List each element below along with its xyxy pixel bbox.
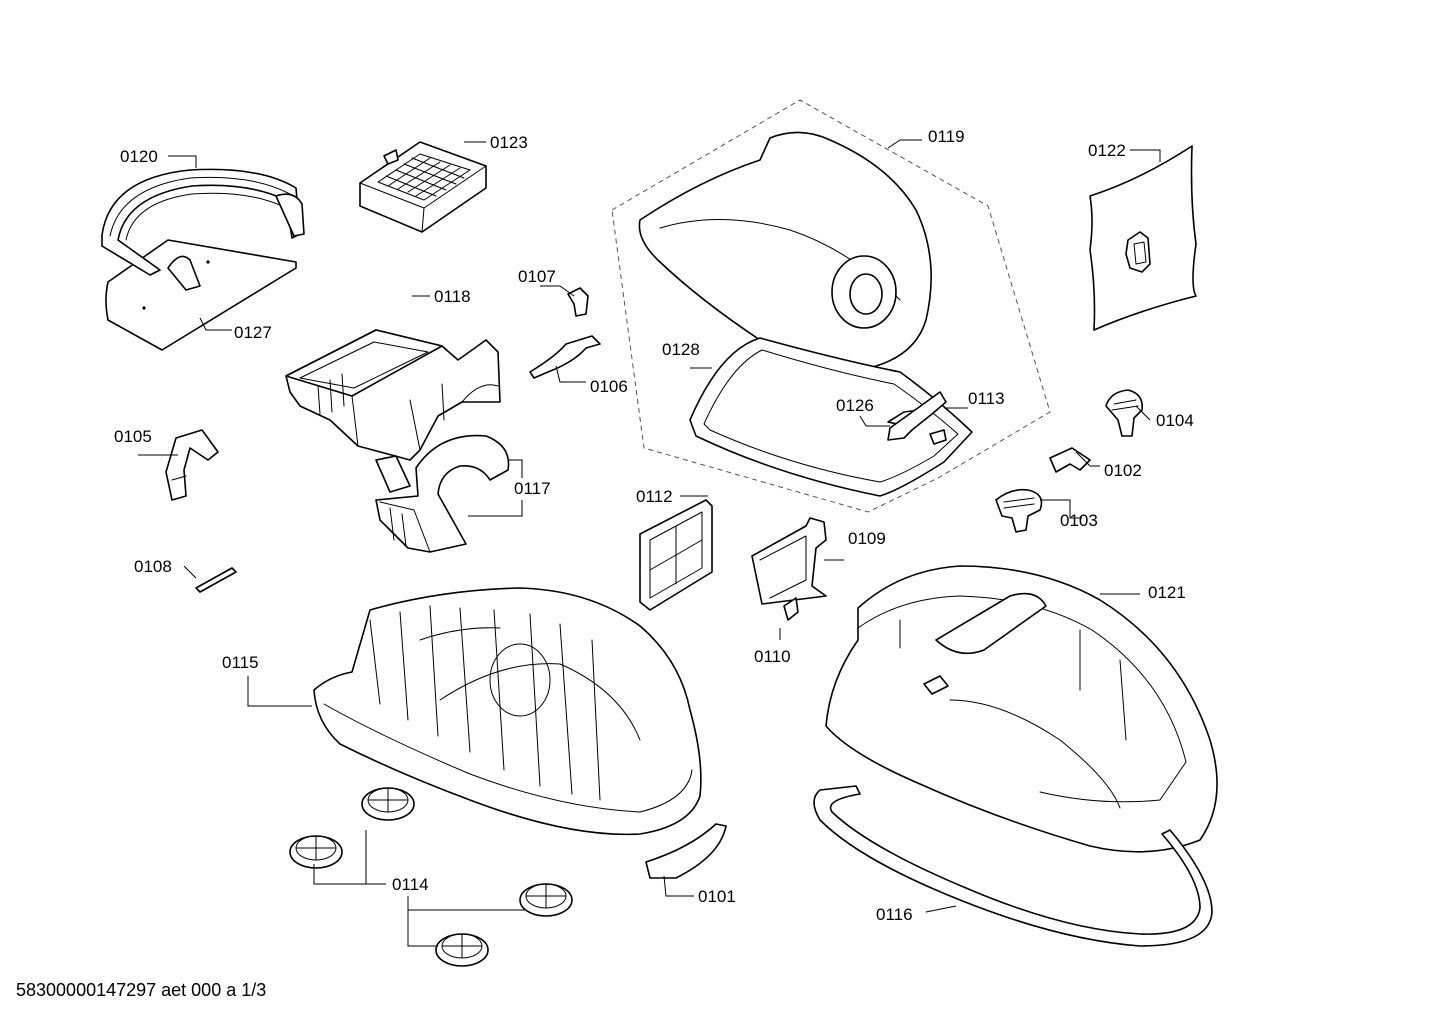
part-0110-bracket (783, 597, 799, 621)
label-0115: 0115 (222, 653, 259, 672)
label-0106: 0106 (590, 377, 628, 396)
part-0107-clip (567, 287, 589, 317)
label-0127: 0127 (234, 323, 272, 342)
label-0105: 0105 (114, 427, 152, 446)
label-0102: 0102 (1104, 461, 1142, 480)
part-0117-motor-shield (375, 434, 510, 553)
label-0116: 0116 (876, 905, 913, 924)
part-labels: 0120 0127 0123 0118 0107 0106 0105 0108 … (114, 127, 1194, 924)
part-0120-handle (101, 168, 305, 291)
drawing-reference-footer: 58300000147297 aet 000 a 1/3 (16, 980, 267, 1000)
label-0108: 0108 (134, 557, 172, 576)
label-0118: 0118 (434, 287, 471, 306)
part-0105-latch (165, 429, 219, 501)
part-0101-bumper-strip (645, 823, 727, 879)
part-0112-filter-frame (639, 499, 713, 611)
part-0118-motor-housing (285, 329, 501, 461)
part-0108-pin (195, 567, 237, 593)
label-0107: 0107 (518, 267, 556, 286)
part-0113-lever (887, 391, 947, 445)
castor-wheel (361, 787, 415, 821)
leader-lines (138, 139, 1161, 947)
part-0104-cap (1105, 389, 1144, 437)
label-0121: 0121 (1148, 583, 1186, 602)
label-0112: 0112 (636, 487, 673, 506)
label-0101: 0101 (698, 887, 736, 906)
part-0122-dust-bag (1089, 145, 1197, 331)
part-0121-top-housing (825, 565, 1218, 853)
label-0110: 0110 (754, 647, 791, 666)
part-0106-spring (529, 335, 601, 379)
label-0114: 0114 (392, 875, 429, 894)
label-0104: 0104 (1156, 411, 1194, 430)
label-0113: 0113 (968, 389, 1005, 408)
part-0109-linkage (751, 517, 827, 605)
part-0103-foot (995, 488, 1043, 533)
castor-wheel (519, 883, 573, 917)
label-0109: 0109 (848, 529, 886, 548)
castor-wheel (289, 835, 343, 869)
part-0116-bumper-ring (813, 785, 1213, 947)
label-0126: 0126 (836, 396, 874, 415)
part-0123-filter (359, 141, 487, 233)
label-0103: 0103 (1060, 511, 1098, 530)
label-0122: 0122 (1088, 141, 1126, 160)
castor-wheel (435, 933, 489, 967)
part-0119-0128-bag-compartment (611, 99, 1051, 513)
label-0123: 0123 (490, 133, 528, 152)
label-0128: 0128 (662, 340, 700, 359)
part-0102-catch (1049, 447, 1091, 473)
part-0115-base-housing (313, 587, 702, 836)
label-0119: 0119 (928, 127, 965, 146)
label-0120: 0120 (120, 147, 158, 166)
label-0117: 0117 (514, 479, 551, 498)
part-0114-castors (289, 787, 573, 967)
